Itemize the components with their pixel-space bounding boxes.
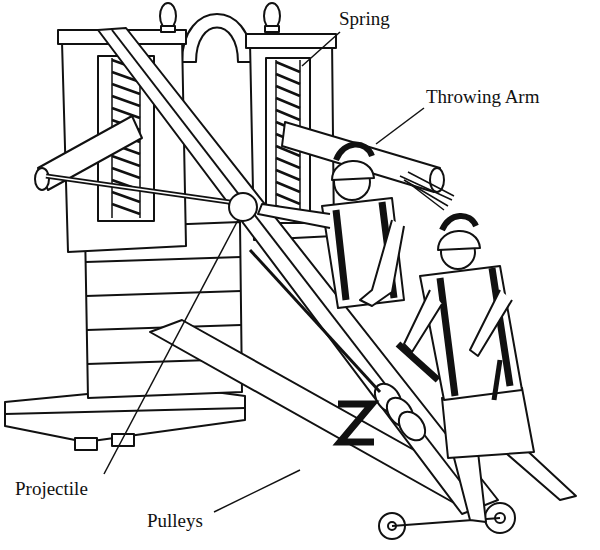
soldier-arm xyxy=(360,220,404,306)
spring-edge xyxy=(275,60,277,220)
helmet-crest xyxy=(442,216,476,230)
finial-bolt xyxy=(265,26,279,32)
post-cap xyxy=(246,34,336,48)
part-label: Projectile xyxy=(14,478,89,500)
leader-line xyxy=(302,32,340,66)
soldier-helmet xyxy=(332,161,374,180)
helmet-crest xyxy=(336,144,372,160)
base-plank xyxy=(5,408,245,414)
winch-lever xyxy=(398,344,438,380)
part-label: Spring xyxy=(338,8,391,30)
pulley xyxy=(393,407,430,446)
arm-feathers xyxy=(400,172,454,210)
base-foot xyxy=(112,434,134,446)
leader-line xyxy=(214,470,300,512)
soldier-arm xyxy=(258,204,330,228)
feather-lines xyxy=(400,172,454,210)
sling-rope-core xyxy=(46,176,236,203)
z-bracket xyxy=(338,404,374,442)
arm-tip xyxy=(430,168,444,192)
soldier-torso xyxy=(322,198,404,308)
soldier-arm xyxy=(470,290,512,356)
leader-lines xyxy=(104,32,424,512)
soldier-leg xyxy=(452,450,486,522)
frame-arch xyxy=(182,14,252,62)
soldier-back xyxy=(404,216,576,522)
frame-plank xyxy=(86,291,241,296)
arm-tip xyxy=(35,168,49,190)
part-label: Throwing Arm xyxy=(425,86,540,108)
support-beam xyxy=(150,320,482,504)
leader-line xyxy=(104,220,238,474)
soldier-dagger xyxy=(494,360,500,400)
soldier-helmet xyxy=(438,231,480,250)
soldier-arm xyxy=(404,290,442,352)
soldier-front xyxy=(258,144,404,308)
finial-bolt xyxy=(161,26,175,32)
part-label: Pulleys xyxy=(146,510,204,532)
sling-rope xyxy=(46,176,236,203)
projectile-ball xyxy=(229,193,257,221)
base-foot xyxy=(75,438,97,450)
leader-line xyxy=(376,108,424,144)
iron-fittings xyxy=(338,344,438,442)
soldier-torso xyxy=(420,266,522,400)
